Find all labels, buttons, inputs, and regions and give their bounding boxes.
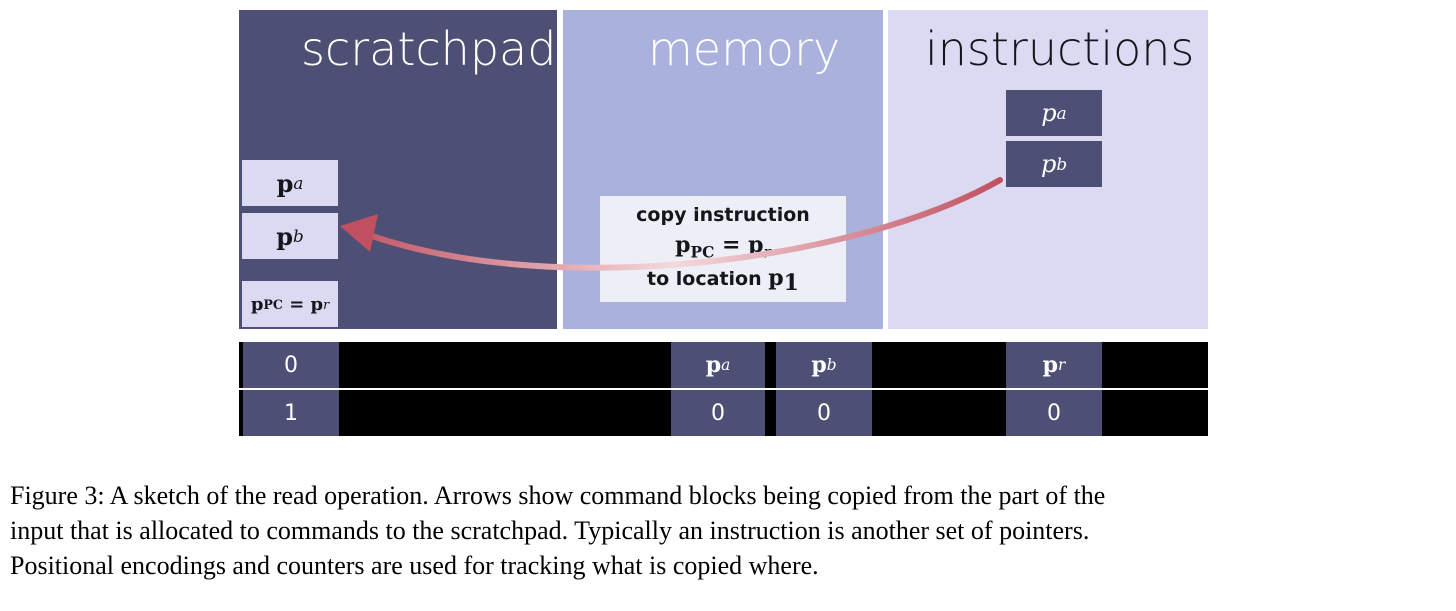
row1-cell-r: 0 [1006, 390, 1102, 436]
counter-row: 1 0 0 0 [239, 390, 1208, 436]
copy-instruction-location: to location p1 [647, 265, 799, 297]
row1-cell-a: 0 [671, 390, 765, 436]
row0-cell-0: 0 [243, 342, 339, 388]
copy-arrow-head [340, 214, 378, 252]
instructions-title: instructions [925, 22, 1195, 76]
caption-line-3: Positional encodings and counters are us… [10, 551, 819, 580]
copy-arrow-shaft [369, 177, 1003, 271]
row1-cell-b: 0 [776, 390, 872, 436]
memory-title: memory [648, 22, 841, 76]
caption-line-1: Figure 3: A sketch of the read operation… [10, 481, 1106, 510]
figure-caption: Figure 3: A sketch of the read operation… [10, 478, 1450, 583]
copy-instruction-label: copy instruction [636, 204, 810, 226]
scratchpad-title: scratchpad [301, 22, 557, 76]
row1-cell-1: 1 [243, 390, 339, 436]
caption-line-2: input that is allocated to commands to t… [10, 516, 1090, 545]
